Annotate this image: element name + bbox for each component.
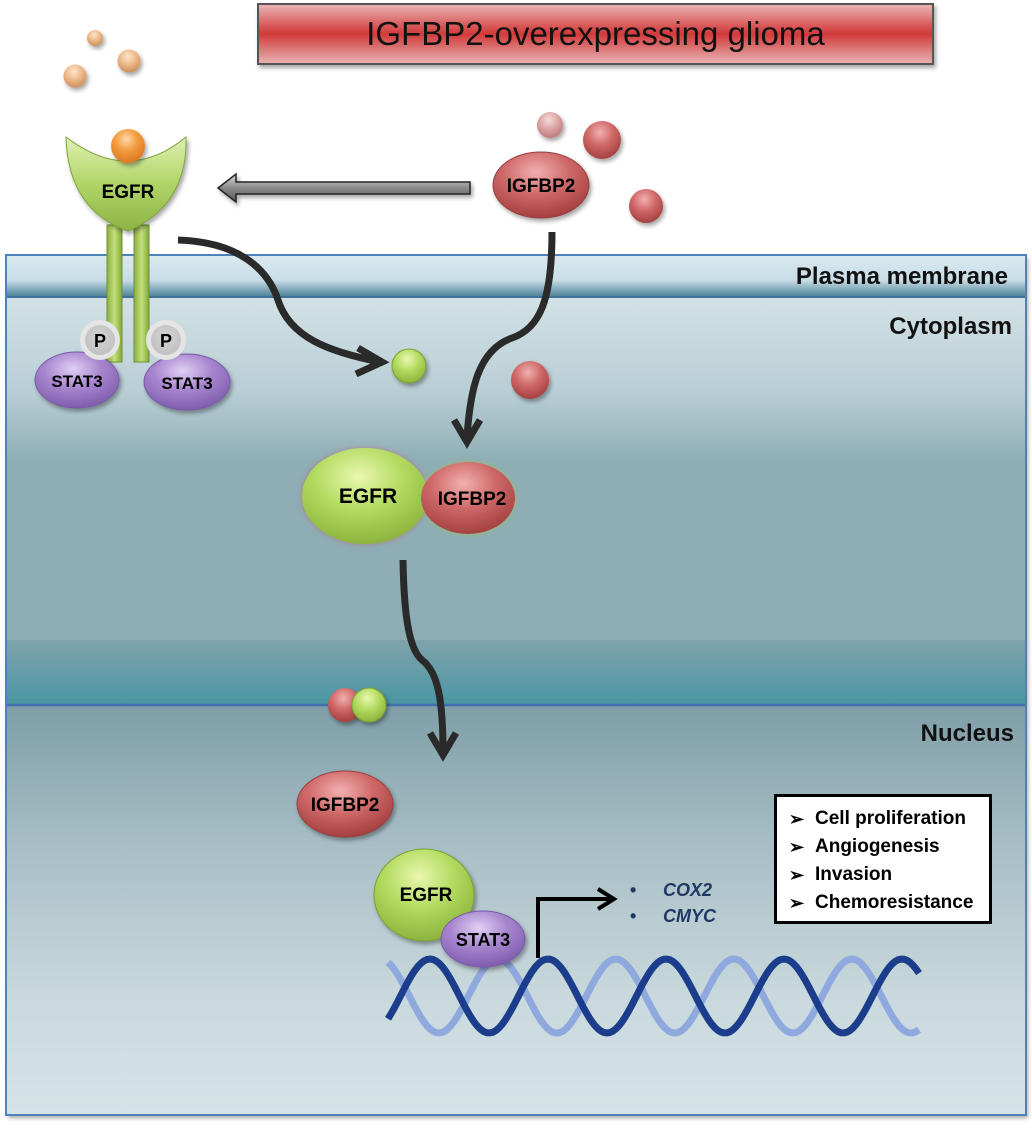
outcome-label: Angiogenesis: [815, 836, 940, 857]
bullet-icon: •: [630, 906, 637, 926]
ligand-particle: [117, 49, 141, 73]
outcome-label: Chemoresistance: [815, 892, 974, 913]
stat3-right-label: STAT3: [161, 374, 212, 393]
ligand-particle: [87, 30, 103, 46]
phospho-left: P: [80, 320, 120, 360]
outcome-label: Cell proliferation: [815, 808, 966, 829]
bullet-icon: •: [630, 880, 637, 900]
arrow-bullet-icon: ➢: [789, 865, 805, 885]
plasma-membrane-band: [6, 255, 1026, 297]
outcome-label: Invasion: [815, 864, 893, 885]
arrow-bullet-icon: ➢: [789, 837, 805, 857]
arrow-bullet-icon: ➢: [789, 893, 805, 913]
complex-igfbp2: [421, 462, 515, 534]
stat3-nuclear: STAT3: [440, 910, 526, 968]
egfr-nuclear-label: EGFR: [400, 885, 453, 906]
egfr-nuclear: EGFR: [373, 848, 475, 942]
complex-egfr: [302, 448, 428, 544]
ligand-particle: [63, 64, 87, 88]
diagram-title: IGFBP2-overexpressing glioma: [366, 15, 825, 52]
igfbp2-particle: [537, 112, 563, 138]
transcription-arrow-icon: [536, 887, 618, 958]
outcome-item: ➢ Chemoresistance: [789, 889, 989, 917]
dna-strand-light: [385, 955, 921, 1037]
outcome-box: ➢ Cell proliferation ➢ Angiogenesis ➢ Invas…: [774, 794, 992, 924]
igfbp2-particle: [629, 189, 663, 223]
stat3-left: STAT3: [34, 351, 120, 409]
arrow-igfbp2-to-complex: [463, 231, 556, 439]
egfr-fragment-particle: [391, 348, 427, 384]
receptor-stalk-right: [133, 224, 150, 363]
arrow-bullet-icon: ➢: [789, 809, 805, 829]
pathway-arrows: [177, 231, 556, 762]
igfbp2-extracellular: IGFBP2: [492, 151, 590, 219]
complex-egfr-label: EGFR: [339, 485, 397, 508]
nuclear-membrane-band: [6, 640, 1026, 705]
stat3-nuclear-label: STAT3: [456, 930, 510, 950]
outcome-item: ➢ Invasion: [789, 861, 989, 889]
dna-helix-icon: [385, 955, 922, 1037]
igfbp2-nuclear: IGFBP2: [296, 770, 394, 838]
outcome-item: ➢ Cell proliferation: [789, 805, 989, 833]
outcome-item: ➢ Angiogenesis: [789, 833, 989, 861]
stat3-right: STAT3: [143, 353, 231, 411]
igfbp2-particle: [511, 361, 549, 399]
nucleus-label: Nucleus: [921, 720, 1014, 747]
igfbp2-particle: [328, 688, 362, 722]
igfbp2-extracellular-label: IGFBP2: [507, 176, 576, 197]
arrowhead-icon: [450, 418, 484, 449]
egfr-igfbp2-complex: EGFR IGFBP2: [302, 448, 515, 544]
arrowhead-icon: [354, 344, 390, 378]
target-gene-list: • COX2 • CMYC: [630, 877, 716, 929]
arrow-complex-to-nucleus: [399, 559, 447, 753]
phospho-left-label: P: [94, 331, 106, 351]
plasma-membrane-label: Plasma membrane: [796, 263, 1008, 290]
bound-ligand: [111, 129, 145, 163]
egfr-receptor-label: EGFR: [102, 182, 155, 203]
cytoplasm-label: Cytoplasm: [889, 313, 1012, 340]
gene-name: CMYC: [663, 906, 716, 926]
igfbp2-particle: [583, 121, 621, 159]
block-arrow-icon: [216, 172, 471, 204]
phospho-right-label: P: [160, 331, 172, 351]
gene-name: COX2: [663, 880, 713, 900]
stat3-left-label: STAT3: [51, 372, 102, 391]
complex-igfbp2-label: IGFBP2: [438, 489, 507, 510]
title-banner: IGFBP2-overexpressing glioma: [257, 3, 934, 65]
gene-item: • CMYC: [630, 903, 716, 929]
phospho-right: P: [146, 320, 186, 360]
dna-strand-dark: [385, 955, 922, 1037]
igfbp2-nuclear-label: IGFBP2: [311, 795, 380, 816]
gene-item: • COX2: [630, 877, 716, 903]
arrow-egfr-to-cytoplasm: [177, 236, 381, 366]
arrowhead-icon: [426, 731, 460, 762]
egfr-fragment-particle: [351, 687, 387, 723]
